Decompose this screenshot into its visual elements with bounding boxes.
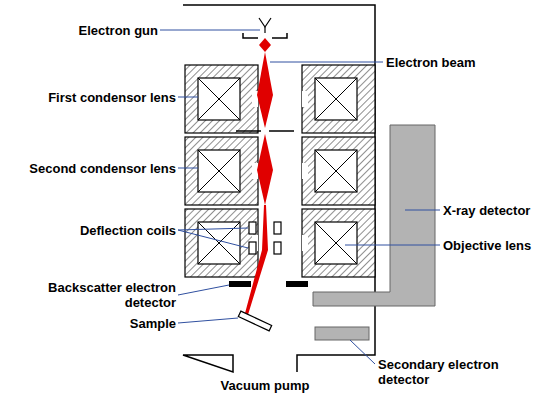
backscatter-detector (229, 281, 251, 287)
gun-anode (243, 33, 287, 38)
part-label: Vacuum pump (190, 378, 340, 393)
lens (185, 65, 258, 133)
leader-line (160, 30, 440, 364)
part-label: Secondary electron detector (378, 357, 546, 387)
part-label: Backscatter electron detector (30, 280, 176, 310)
gun-crossover (259, 38, 271, 52)
gun-filament (259, 18, 271, 27)
lens (185, 209, 258, 277)
lens (185, 137, 258, 205)
lens (302, 137, 375, 205)
part-label: Objective lens (443, 238, 547, 253)
part-label: Second condensor lens (5, 161, 176, 176)
part-label: First condensor lens (10, 90, 176, 105)
part-label: Deflection coils (20, 223, 176, 238)
electron-beam (257, 52, 273, 128)
lens (302, 209, 375, 277)
part-label: X-ray detector (443, 203, 547, 218)
lens (302, 65, 375, 133)
part-label: Electron beam (386, 55, 536, 70)
xray-detector (313, 125, 435, 306)
sample (238, 311, 271, 331)
part-label: Electron gun (20, 23, 158, 38)
part-label: Sample (60, 316, 176, 331)
secondary-detector (315, 327, 369, 340)
chamber-wall (183, 5, 375, 372)
aperture (236, 130, 261, 132)
deflection-coil (249, 222, 281, 254)
